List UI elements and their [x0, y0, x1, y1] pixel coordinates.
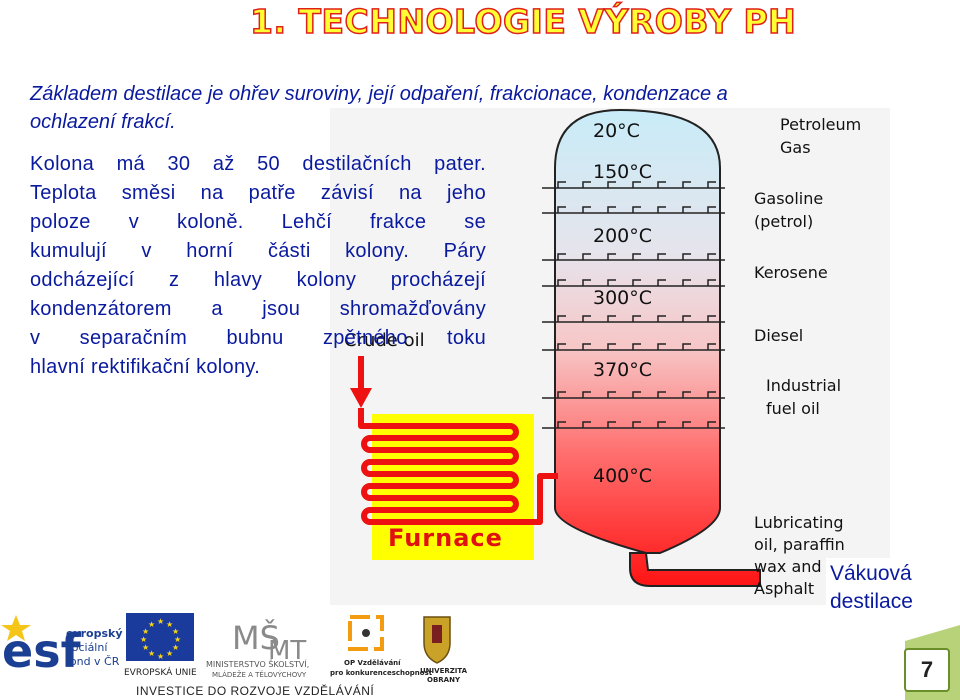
temp-label-5: 370°C: [593, 359, 652, 381]
esf-text-3: fond v ČR: [66, 655, 120, 668]
svg-text:★: ★: [157, 617, 164, 626]
eu-label: EVROPSKÁ UNIE: [124, 666, 197, 678]
msmt-logo: MŠ MT MINISTERSTVO ŠKOLSTVÍ, MLÁDEŽE A T…: [206, 618, 309, 679]
body-line-6: kondenzátorem a jsou shromažďovány: [30, 298, 486, 320]
svg-text:★: ★: [148, 649, 155, 658]
product-gas: Gas: [780, 138, 811, 157]
temp-label-1: 20°C: [593, 120, 640, 142]
eu-flag: ★★★★ ★★★★ ★★★★ EVROPSKÁ UNIE: [124, 613, 197, 678]
product-wax-and: wax and: [754, 557, 822, 576]
svg-text:★: ★: [166, 649, 173, 658]
product-fuel-oil: fuel oil: [766, 399, 820, 418]
tray-1: [542, 181, 725, 189]
svg-text:★: ★: [174, 635, 181, 644]
tray-2: [542, 206, 725, 214]
msmt-text-1: MINISTERSTVO ŠKOLSTVÍ,: [206, 658, 309, 669]
tray-7: [542, 391, 725, 399]
temp-label-4: 300°C: [593, 287, 652, 309]
svg-text:★: ★: [148, 620, 155, 629]
trays: [542, 181, 725, 429]
intro-line-2: ochlazení frakcí.: [30, 111, 176, 133]
tray-4: [542, 279, 725, 287]
university-emblem: UNIVERZITA OBRANY: [420, 616, 468, 684]
page-number: 7: [904, 648, 950, 692]
intro-line-1: Základem destilace je ohřev suroviny, je…: [30, 83, 728, 105]
svg-text:★: ★: [142, 627, 149, 636]
esf-logo: esf evropský sociální fond v ČR: [0, 613, 123, 678]
body-text: Kolona má 30 až 50 destilačních pater. T…: [30, 150, 486, 382]
body-line-3: poloze v koloně. Lehčí frakce se: [30, 211, 486, 233]
product-oil-paraffin: oil, paraffin: [754, 535, 845, 554]
temp-label-2: 150°C: [593, 161, 652, 183]
temp-label-3: 200°C: [593, 225, 652, 247]
slide-title: 1. TECHNOLOGIE VÝROBY PH: [249, 1, 797, 42]
svg-text:★: ★: [166, 620, 173, 629]
svg-text:★: ★: [140, 635, 147, 644]
product-petroleum: Petroleum: [780, 115, 861, 134]
crude-oil-arrow-icon: [350, 356, 372, 408]
svg-text:★: ★: [142, 643, 149, 652]
body-line-7: v separačním bubnu zpětného toku: [30, 327, 486, 349]
heating-coil: [358, 408, 558, 525]
svg-text:★: ★: [172, 627, 179, 636]
op-text-2: pro konkurenceschopnost: [330, 669, 433, 677]
esf-text-2: sociální: [66, 641, 108, 654]
op-text-1: OP Vzdělávání: [344, 659, 401, 667]
vacuum-distillation-label: Vákuová destilace: [826, 558, 960, 618]
tray-6: [542, 343, 725, 351]
body-line-5: odcházející z hlavy kolony procházejí: [30, 269, 486, 291]
vacuum-line-2: destilace: [830, 590, 913, 613]
vacuum-line-1: Vákuová: [830, 562, 912, 585]
product-lubricating: Lubricating: [754, 513, 844, 532]
tray-3: [542, 253, 725, 261]
product-kerosene: Kerosene: [754, 263, 828, 282]
product-diesel: Diesel: [754, 326, 803, 345]
furnace-label: Furnace: [388, 524, 503, 552]
university-text-1: UNIVERZITA: [420, 667, 468, 675]
university-text-2: OBRANY: [427, 676, 461, 684]
temp-label-6: 400°C: [593, 465, 652, 487]
svg-text:★: ★: [172, 643, 179, 652]
body-line-8: hlavní rektifikační kolony.: [30, 356, 261, 378]
body-line-4: kumulují v horní části kolony. Páry: [30, 240, 486, 262]
svg-text:MT: MT: [268, 636, 306, 666]
distillation-column-diagram: 20°C 150°C 200°C 300°C 370°C 400°C Petro…: [330, 108, 890, 605]
svg-text:MŠ: MŠ: [232, 618, 280, 657]
msmt-text-2: MLÁDEŽE A TĚLOVÝCHOVY: [212, 670, 307, 679]
product-gasoline: Gasoline: [754, 189, 823, 208]
product-industrial: Industrial: [766, 376, 841, 395]
body-line-2: Teplota směsi na patře závisí na jeho: [30, 182, 486, 204]
product-petrol: (petrol): [754, 212, 813, 231]
investice-slogan: INVESTICE DO ROZVOJE VZDĚLÁVÁNÍ: [136, 684, 375, 698]
tray-5: [542, 315, 725, 323]
crude-oil-label: Crude oil: [344, 330, 425, 351]
esf-text-1: evropský: [66, 627, 123, 640]
tray-8: [542, 421, 725, 429]
svg-text:★: ★: [157, 652, 164, 661]
body-line-1: Kolona má 30 až 50 destilačních pater.: [30, 153, 486, 175]
product-asphalt: Asphalt: [754, 579, 814, 598]
intro-text: Základem destilace je ohřev suroviny, je…: [30, 80, 930, 136]
op-logo: OP Vzdělávání pro konkurenceschopnost: [330, 615, 433, 677]
